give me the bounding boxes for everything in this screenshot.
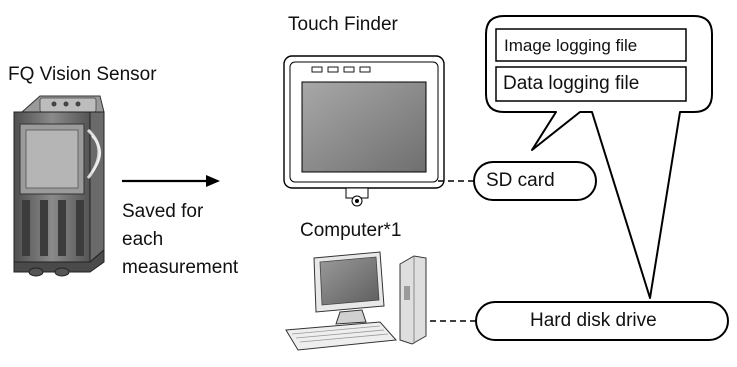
sensor-label: FQ Vision Sensor <box>8 64 157 85</box>
touch-finder-icon <box>283 55 445 207</box>
touch-finder-label: Touch Finder <box>288 14 398 35</box>
desktop-computer-icon <box>285 251 427 351</box>
flow-text-line3: measurement <box>122 257 239 278</box>
flow-arrow <box>122 175 220 187</box>
hard-disk-label: Hard disk drive <box>530 310 657 331</box>
sd-card-pill <box>473 161 597 201</box>
data-logging-file-box <box>495 66 687 102</box>
image-logging-file-label: Image logging file <box>504 36 638 55</box>
flow-text-line1: Saved for <box>122 201 204 222</box>
vision-sensor-icon <box>13 95 105 277</box>
sd-card-label: SD card <box>486 170 555 191</box>
computer-label: Computer*1 <box>300 220 402 241</box>
data-logging-file-label: Data logging file <box>503 73 640 94</box>
flow-text-line2: each <box>122 229 164 250</box>
image-logging-file-box <box>495 28 687 62</box>
hard-disk-pill <box>475 301 729 341</box>
